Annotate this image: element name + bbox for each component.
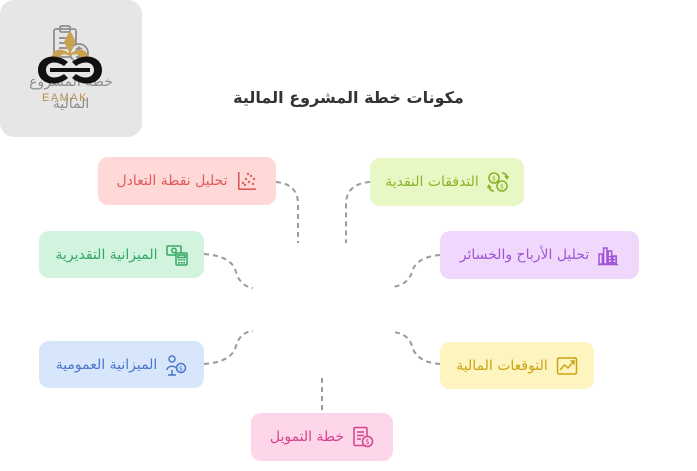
trend-chart-icon bbox=[556, 356, 577, 375]
logo-text: EAMAK bbox=[41, 92, 88, 104]
connector-forecast bbox=[391, 331, 441, 365]
diagram-title: مكونات خطة المشروع المالية bbox=[233, 88, 464, 107]
eamak-logo bbox=[38, 30, 102, 84]
svg-text:$: $ bbox=[179, 364, 183, 372]
person-dollar-icon: $ bbox=[166, 354, 187, 376]
node-cashflow-label: التدفقات النقدية bbox=[385, 174, 479, 190]
node-breakeven-analysis: تحليل نقطة التعادل bbox=[98, 157, 276, 205]
center-label-line2: المالية bbox=[52, 95, 90, 112]
node-breakeven-label: تحليل نقطة التعادل bbox=[116, 173, 228, 189]
node-balance-sheet: $ الميزانية العمومية bbox=[39, 341, 204, 388]
node-forecast-label: التوقعات المالية bbox=[456, 357, 548, 374]
node-profit-loss-analysis: تحليل الأرباح والخسائر bbox=[440, 231, 639, 279]
node-estimated-budget: الميزانية التقديرية bbox=[39, 231, 204, 278]
connector-breakeven bbox=[275, 181, 299, 243]
svg-text:$: $ bbox=[492, 174, 496, 182]
currency-exchange-icon: $ $ bbox=[486, 172, 509, 192]
node-profitloss-label: تحليل الأرباح والخسائر bbox=[459, 247, 590, 263]
bar-chart-icon bbox=[598, 247, 619, 266]
connector-profitloss bbox=[391, 254, 441, 288]
node-funding-label: خطة التمويل bbox=[269, 429, 345, 445]
node-budget-label: الميزانية التقديرية bbox=[55, 246, 158, 263]
svg-text:$: $ bbox=[365, 438, 369, 446]
node-cash-flows: $ $ التدفقات النقدية bbox=[370, 158, 524, 206]
document-money-icon: $ bbox=[353, 426, 374, 448]
node-funding-plan: $ خطة التمويل bbox=[251, 413, 393, 461]
svg-text:$: $ bbox=[500, 182, 504, 190]
connector-balance bbox=[203, 330, 254, 365]
calculator-money-icon bbox=[165, 244, 188, 266]
connector-budget bbox=[203, 253, 254, 289]
node-balance-label: الميزانية العمومية bbox=[55, 356, 158, 373]
connector-cashflow bbox=[345, 181, 371, 243]
scatter-chart-icon bbox=[237, 172, 256, 190]
node-financial-forecasts: التوقعات المالية bbox=[440, 342, 594, 389]
